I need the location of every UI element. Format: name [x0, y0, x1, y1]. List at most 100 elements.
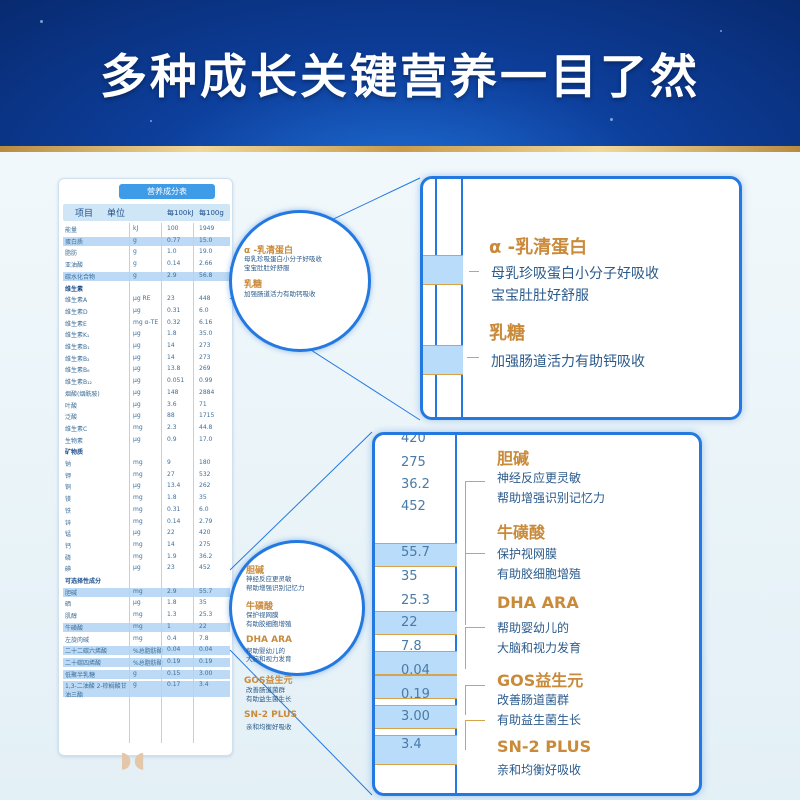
cell-unit: mg α-TE — [133, 318, 159, 326]
cell-per-100g: 448 — [199, 295, 211, 303]
cell-per-100kj: 0.17 — [167, 681, 181, 689]
table-divider — [129, 223, 130, 743]
cell-per-100kj: 88 — [167, 412, 175, 420]
sparkle-decoration — [40, 20, 43, 23]
cell-item: 泛酸 — [65, 414, 78, 422]
zoom-item-title: α -乳清蛋白 — [489, 237, 588, 258]
cell-unit: %总脂肪酸 — [133, 648, 163, 656]
cell-item: 二十二碳六烯酸 — [65, 648, 108, 656]
cell-per-100kj: 148 — [167, 388, 179, 396]
cell-per-100kj: 13.8 — [167, 365, 181, 373]
cell-unit: g — [133, 248, 137, 256]
zoom-value: 55.7 — [401, 545, 430, 560]
zoom-item-desc: 有助胶细胞增殖 — [497, 567, 582, 581]
zoom-column-line — [435, 179, 437, 417]
mag-item-desc: 母乳珍吸蛋白小分子好吸收 — [244, 255, 322, 263]
gold-divider — [0, 146, 800, 152]
cell-unit: kJ — [133, 225, 139, 232]
page-title: 多种成长关键营养一目了然 — [100, 50, 700, 105]
mag-item-title: DHA ARA — [246, 635, 292, 645]
cell-per-100kj: 0.04 — [167, 646, 181, 654]
mag-item-desc: 宝宝肚肚好舒服 — [244, 264, 290, 272]
table-row: 维生素 — [63, 284, 230, 293]
cell-per-100kj: 1.8 — [167, 330, 177, 338]
cell-per-100g: 2.79 — [199, 517, 213, 525]
cell-unit: μg — [133, 388, 141, 396]
table-row: 矿物质 — [63, 447, 230, 456]
cell-item: 磷 — [65, 554, 72, 562]
cell-per-100kj: 0.77 — [167, 236, 181, 244]
sparkle-decoration — [150, 120, 152, 122]
cell-unit: mg — [133, 517, 143, 525]
cell-per-100kj: 0.15 — [167, 669, 181, 677]
cell-unit: μg — [133, 306, 141, 314]
pointer-bracket — [465, 627, 485, 669]
cell-per-100g: 2884 — [199, 388, 215, 396]
mag-item-title: SN-2 PLUS — [244, 710, 297, 720]
cell-item: 锌 — [65, 519, 72, 527]
cell-unit: mg — [133, 494, 143, 502]
cell-per-100g: 269 — [199, 365, 211, 373]
cell-unit: mg — [133, 470, 143, 478]
cell-per-100g: 19.0 — [199, 248, 213, 256]
cell-per-100g: 22 — [199, 622, 207, 630]
cell-per-100kj: 14 — [167, 540, 175, 548]
cell-item: 低聚半乳糖 — [65, 671, 96, 679]
cell-per-100kj: 9 — [167, 459, 171, 466]
cell-per-100kj: 0.14 — [167, 260, 181, 268]
mag-item-desc: 保护视网膜 — [246, 611, 279, 619]
cell-per-100kj: 13.4 — [167, 482, 181, 490]
pointer-line — [469, 271, 479, 273]
cell-item: 胆碱 — [65, 589, 78, 597]
cell-item: 肌醇 — [65, 613, 78, 621]
cell-per-100kj: 0.14 — [167, 517, 181, 525]
mag-item-title: 牛磺酸 — [246, 602, 274, 612]
cell-item: 生物素 — [65, 437, 84, 445]
cell-item: 二十碳四烯酸 — [65, 659, 102, 667]
cell-item: 锰 — [65, 531, 72, 539]
cell-item: 能量 — [65, 227, 78, 234]
cell-per-100kj: 1.0 — [167, 248, 177, 256]
zoom-item-desc: 宝宝肚肚好舒服 — [491, 288, 589, 304]
zoom-value: 36.2 — [401, 477, 430, 492]
sparkle-decoration — [720, 30, 722, 32]
cell-unit: g — [133, 669, 137, 677]
cell-per-100g: 0.19 — [199, 657, 213, 665]
cell-per-100g: 452 — [199, 564, 211, 572]
cell-per-100g: 6.16 — [199, 318, 213, 326]
cell-per-100g: 35 — [199, 494, 207, 502]
cell-per-100kj: 0.9 — [167, 435, 177, 443]
cell-unit: g — [133, 271, 137, 279]
cell-item: 钾 — [65, 472, 72, 480]
zoom-item-desc: 亲和均衡好吸收 — [497, 763, 582, 777]
zoom-value: 22 — [401, 615, 418, 630]
cell-item: 维生素D — [65, 308, 88, 316]
zoom-item-title: 胆碱 — [497, 449, 530, 468]
cell-per-100g: 0.99 — [199, 377, 213, 385]
header-per-100g: 每100g — [199, 209, 224, 217]
cell-unit: μg — [133, 412, 141, 420]
mag-item-title: 乳糖 — [244, 280, 263, 290]
cell-per-100g: 3.00 — [199, 669, 213, 677]
cell-per-100g: 7.8 — [199, 634, 209, 642]
mag-item-desc: 有助胶细胞增殖 — [246, 620, 292, 628]
table-row: 低聚半乳糖 g 0.15 3.00 — [63, 669, 230, 679]
cell-per-100g: 180 — [199, 459, 211, 466]
cell-per-100g: 1949 — [199, 225, 215, 232]
cell-item: 叶酸 — [65, 402, 78, 410]
pointer-bracket — [465, 685, 485, 715]
cell-unit: μg — [133, 400, 141, 408]
sparkle-decoration — [610, 118, 613, 121]
cell-item: 维生素E — [65, 320, 87, 328]
zoom-item-title: 乳糖 — [489, 323, 525, 344]
